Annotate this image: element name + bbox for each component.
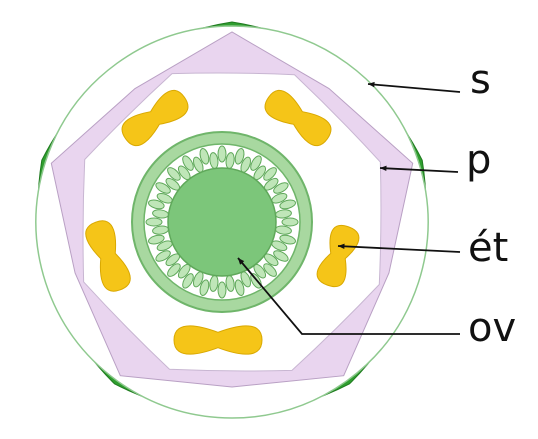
ovule: [146, 218, 162, 226]
label-ovary: ov: [468, 308, 516, 348]
label-petal: p: [466, 140, 491, 180]
ovule: [282, 218, 298, 226]
ovule: [218, 146, 226, 162]
label-sepal: s: [470, 60, 491, 100]
leader-sepal: [368, 84, 460, 92]
label-stamen: ét: [468, 228, 508, 268]
placenta: [168, 168, 276, 276]
ovule: [218, 282, 226, 298]
ovary: [132, 132, 312, 312]
